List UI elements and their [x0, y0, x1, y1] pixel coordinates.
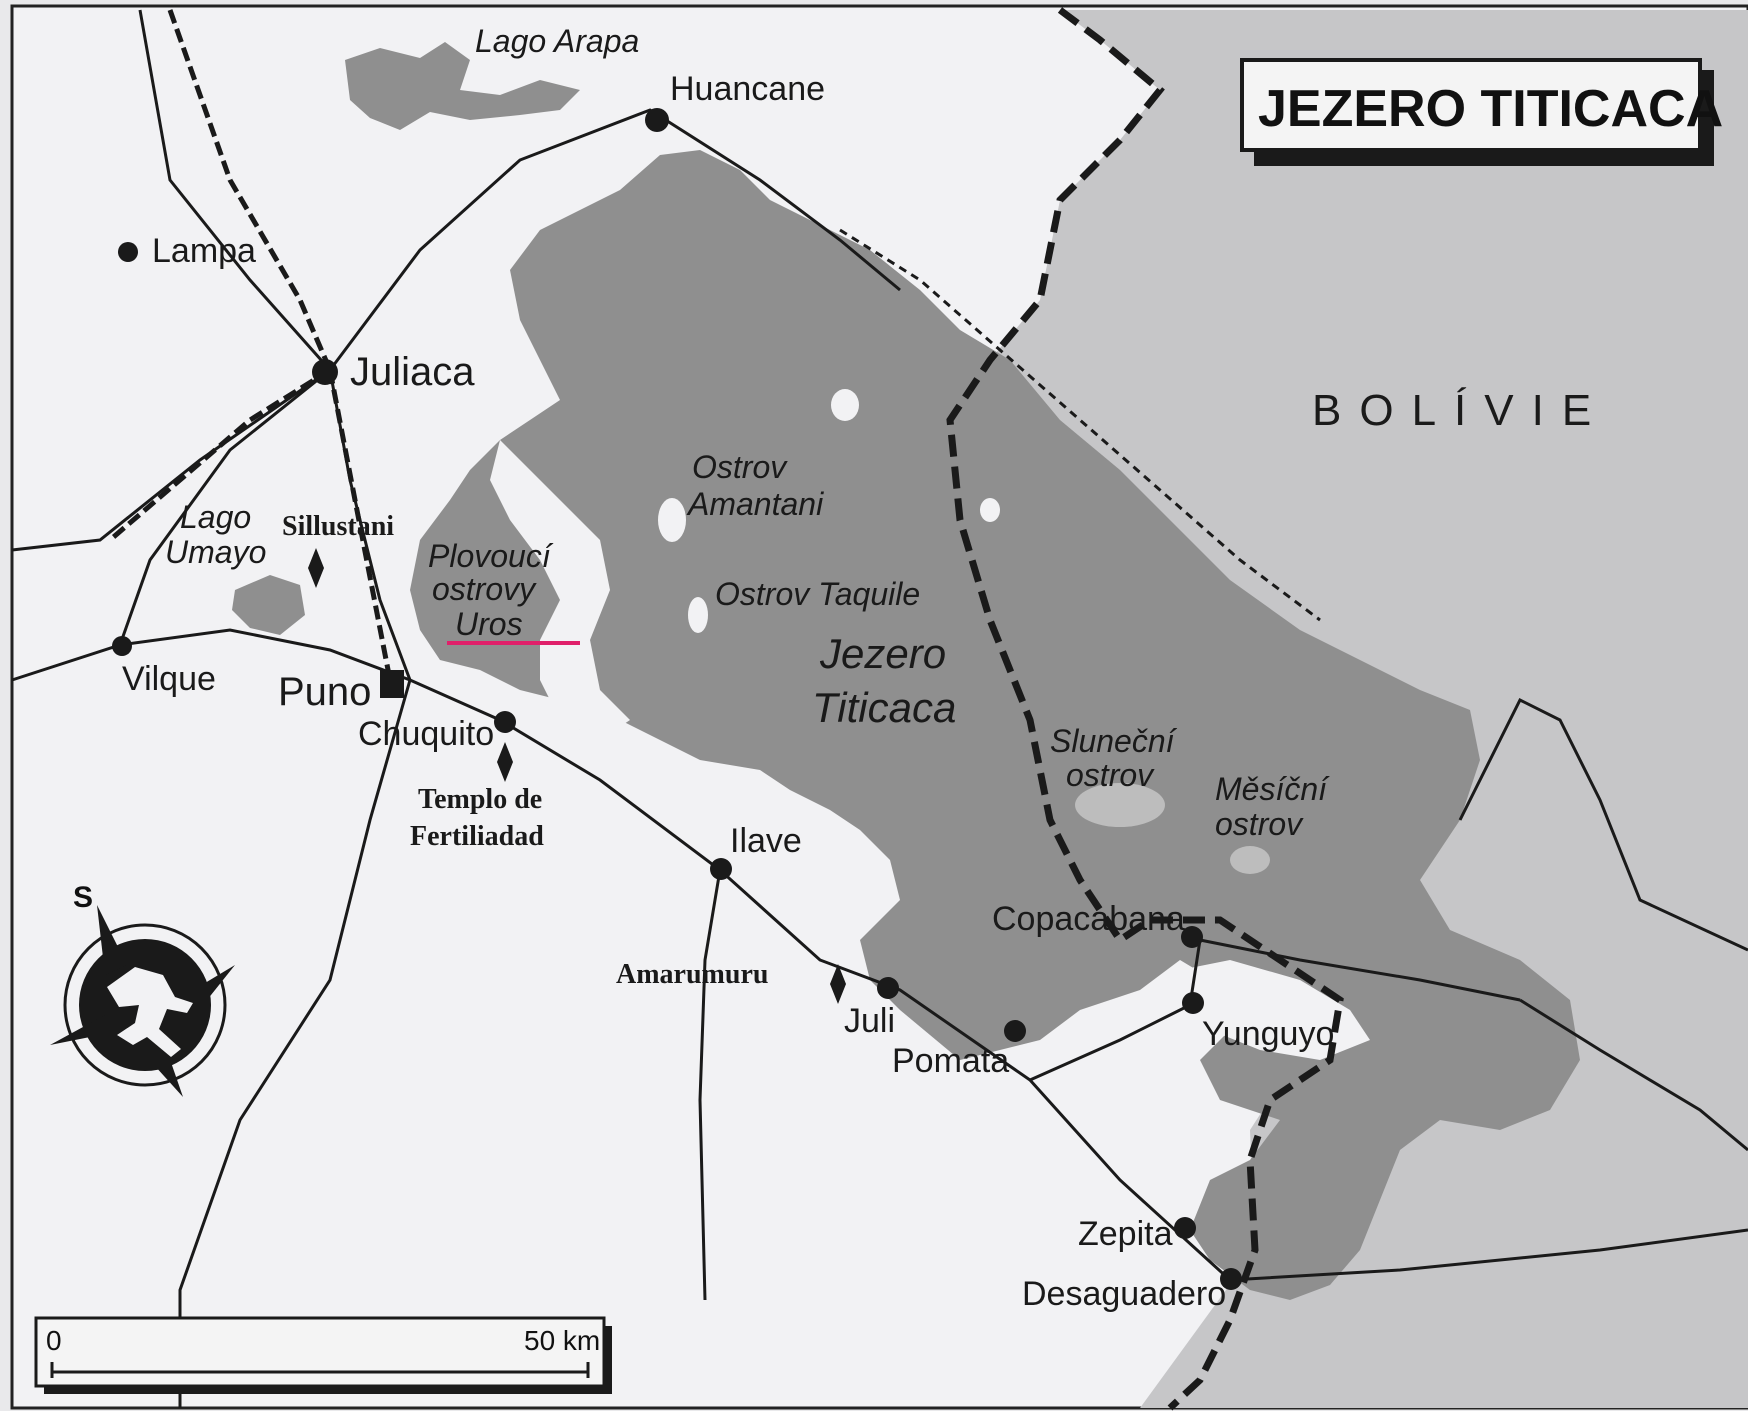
railway [108, 9, 393, 681]
road-yunguyo [1029, 939, 1202, 1082]
railway-west [108, 367, 332, 542]
road-juliaca-west [11, 368, 331, 552]
title-box: JEZERO TITICACA [1240, 58, 1723, 166]
compass-needle-west [50, 1015, 105, 1045]
yunguyo-label: Yunguyo [1202, 1015, 1334, 1053]
scale-bar-box [34, 1316, 606, 1388]
moon-island [1230, 846, 1270, 874]
juliaca-dot [312, 359, 338, 385]
railway-north [167, 9, 333, 371]
lampa-label: Lampa [152, 232, 256, 270]
pomata-label: Pomata [892, 1042, 1009, 1080]
scale-bar: 0 50 km [34, 1316, 612, 1394]
capachica-peninsula [490, 440, 630, 740]
lago-umayo [232, 575, 305, 635]
slunecni-label-line2: ostrov [1066, 757, 1155, 793]
compass-needle-north [97, 905, 127, 975]
lago-arapa-label: Lago Arapa [475, 23, 639, 59]
small-island-east [980, 498, 1000, 522]
road-puno-desaguadero [409, 678, 1232, 1282]
road-ilave-south [698, 869, 722, 1301]
title-box-frame [1240, 58, 1702, 152]
country-label: BOLÍVIE [1312, 386, 1609, 435]
peru-bolivia-border [946, 7, 1344, 1411]
site-markers [308, 548, 846, 1004]
copacabana-dot [1181, 926, 1203, 948]
amarumuru-label: Amarumuru [616, 959, 768, 990]
chuquito-dot [494, 711, 516, 733]
runner-icon [107, 967, 193, 1057]
compass-rose: S [50, 881, 235, 1097]
map-title: JEZERO TITICACA [1258, 80, 1723, 138]
pomata-dot [1004, 1020, 1026, 1042]
sillustani-label: Sillustani [282, 511, 394, 542]
lago-umayo-label-line2: Umayo [165, 534, 266, 570]
compass-needle-south [145, 1045, 183, 1097]
zepita-label: Zepita [1078, 1215, 1173, 1253]
vilque-dot [112, 636, 132, 656]
juli-label: Juli [844, 1002, 895, 1040]
huancane-dot [645, 108, 669, 132]
templo-label-line2: Fertiliadad [410, 821, 544, 852]
amantani-island [658, 498, 686, 542]
puno-marker [380, 670, 404, 698]
railway-juliaca-puno [327, 369, 393, 681]
taquile-label: Ostrov Taquile [715, 576, 920, 612]
compass-letter: S [73, 881, 93, 914]
ilave-label: Ilave [730, 822, 802, 860]
road-copacabana-east [1199, 938, 1521, 1002]
road-south-1 [178, 679, 412, 1408]
scale-start-label: 0 [46, 1325, 62, 1356]
ilave-dot [710, 858, 732, 880]
copacabana-peninsula [1180, 960, 1370, 1060]
mesicni-label-line2: ostrov [1215, 806, 1304, 842]
huancane-label: Huancane [670, 70, 825, 108]
templo-diamond [497, 742, 513, 782]
lago-umayo-label-line1: Lago [180, 499, 251, 535]
taquile-island [688, 597, 708, 633]
amarumuru-diamond [830, 964, 846, 1004]
lake-name-line1: Jezero [819, 630, 946, 677]
uros-label-line1: Plovoucí [428, 538, 554, 574]
juliaca-label: Juliaca [350, 350, 475, 394]
sillustani-diamond [308, 548, 324, 588]
chuquito-label: Chuquito [358, 715, 494, 753]
lago-arapa [345, 42, 580, 130]
juli-dot [877, 977, 899, 999]
desaguadero-dot [1220, 1268, 1242, 1290]
uros-label-line3: Uros [455, 606, 523, 642]
amantani-label-line1: Ostrov [692, 449, 788, 485]
slunecni-label-line1: Sluneční [1050, 723, 1178, 759]
road-bolivia-desaguadero [1229, 1228, 1748, 1282]
yunguyo-dot [1182, 992, 1204, 1014]
copacabana-label: Copacabana [992, 900, 1185, 938]
amantani-label-line2: Amantani [686, 486, 824, 522]
zepita-dot [1174, 1217, 1196, 1239]
lake-name-line2: Titicaca [812, 684, 956, 731]
road-huancane-bolivia [839, 228, 1321, 622]
puno-label: Puno [278, 670, 371, 714]
compass-needle-east [185, 965, 235, 1015]
scale-end-label: 50 km [524, 1325, 600, 1356]
town-markers [112, 108, 1242, 1290]
road-juliaca-lampa [138, 9, 332, 371]
road-bolivia-north [1519, 998, 1748, 1152]
road-vilque [11, 628, 411, 682]
vilque-label: Vilque [122, 660, 216, 698]
road-bolivia-east [1458, 697, 1748, 952]
desaguadero-label: Desaguadero [1022, 1275, 1226, 1313]
small-island-north [831, 389, 859, 421]
mesicni-label-line1: Měsíční [1215, 771, 1330, 807]
lampa-dot [118, 242, 138, 262]
road-juliaca-huancane [328, 108, 901, 371]
templo-label-line1: Templo de [418, 784, 542, 815]
uros-label-line2: ostrovy [432, 571, 537, 607]
sun-island [1075, 783, 1165, 827]
road-vilque-north [118, 368, 331, 646]
